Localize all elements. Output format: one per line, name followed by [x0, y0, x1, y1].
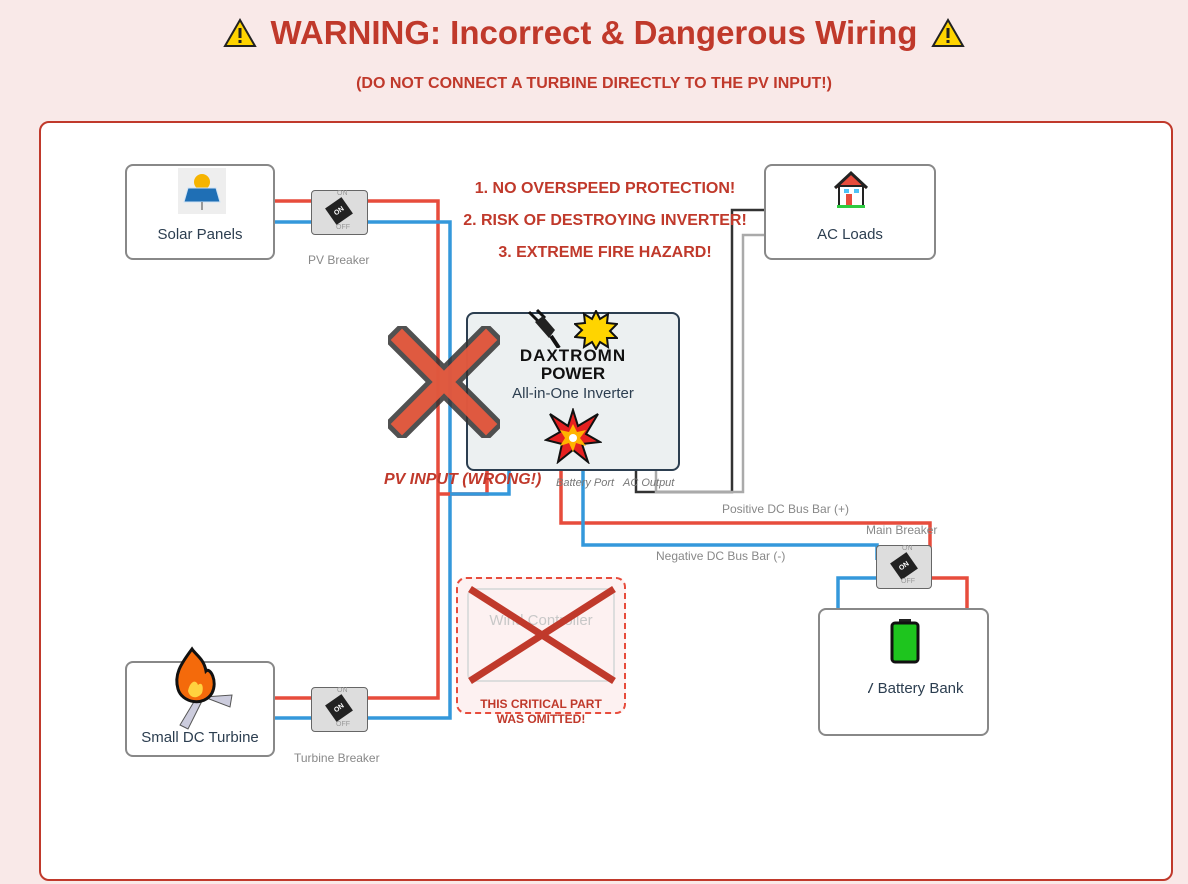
pv-positive-wire	[274, 199, 440, 700]
warning-icon	[931, 18, 966, 47]
pv-breaker[interactable]: ON ON OFF	[311, 190, 368, 235]
off-label: OFF	[901, 578, 915, 585]
solar-panel-icon	[178, 168, 226, 214]
omitted-note-2: WAS OMITTED!	[496, 712, 586, 726]
burst-icon	[574, 310, 618, 350]
negative-bus-label: Negative DC Bus Bar (-)	[656, 549, 786, 563]
battery-port-label: Battery Port	[556, 477, 615, 489]
main-breaker-label: Main Breaker	[866, 523, 938, 537]
solar-panels-label: Solar Panels	[157, 226, 243, 243]
inverter-label: All-in-One Inverter	[512, 385, 634, 402]
warning-2: 2. RISK OF DESTROYING INVERTER!	[463, 212, 747, 229]
off-label: OFF	[336, 224, 350, 231]
turbine-breaker[interactable]: ON ON OFF	[311, 687, 368, 732]
brand-line1: DAXTROMN	[519, 346, 627, 365]
label-mask	[820, 665, 868, 710]
page-title: WARNING: Incorrect & Dangerous Wiring	[0, 14, 1188, 52]
ac-output-label: AC Output	[623, 477, 675, 489]
omitted-note-1: THIS CRITICAL PART	[480, 697, 602, 711]
fire-icon	[175, 646, 233, 730]
turbine-breaker-label: Turbine Breaker	[294, 751, 380, 765]
on-label: ON	[337, 687, 348, 694]
title-text: WARNING: Incorrect & Dangerous Wiring	[270, 14, 918, 51]
on-label: ON	[902, 545, 913, 552]
explosion-icon	[544, 408, 602, 464]
pv-input-negative	[450, 470, 511, 496]
on-label: ON	[337, 190, 348, 197]
ac-loads-label: AC Loads	[817, 226, 883, 243]
house-icon	[833, 170, 869, 208]
positive-bus-wire	[559, 470, 932, 560]
breaker-toggle[interactable]: ON	[890, 552, 918, 580]
pv-input-label: PV INPUT (WRONG!)	[384, 471, 542, 488]
pv-negative-wire	[274, 220, 452, 720]
wrong-connection-x-icon	[388, 326, 500, 438]
warning-icon	[222, 18, 257, 47]
ac-loads-box: AC Loads	[764, 164, 936, 260]
warning-3: 3. EXTREME FIRE HAZARD!	[498, 244, 712, 261]
breaker-toggle[interactable]: ON	[325, 197, 353, 225]
omitted-x-icon	[468, 586, 616, 684]
positive-bus-label: Positive DC Bus Bar (+)	[722, 502, 850, 516]
turbine-label: Small DC Turbine	[141, 729, 259, 746]
battery-box: V Battery Bank	[818, 608, 989, 736]
off-label: OFF	[336, 721, 350, 728]
omitted-wind-controller: Wind Controller THIS CRITICAL PART WAS O…	[456, 577, 626, 726]
main-breaker[interactable]: ON ON OFF	[876, 545, 932, 589]
subtitle: (DO NOT CONNECT A TURBINE DIRECTLY TO TH…	[356, 75, 832, 92]
battery-positive-wire	[930, 576, 969, 609]
brand-line2: POWER	[540, 364, 606, 383]
battery-label: V Battery Bank	[863, 680, 964, 697]
warning-1: 1. NO OVERSPEED PROTECTION!	[474, 180, 736, 197]
plug-icon	[527, 308, 561, 348]
battery-icon	[890, 619, 920, 664]
solar-panels-box: Solar Panels	[125, 164, 275, 260]
pv-breaker-label: PV Breaker	[308, 253, 370, 267]
battery-negative-wire	[836, 576, 877, 609]
breaker-toggle[interactable]: ON	[325, 694, 353, 722]
ac-neutral-wire	[654, 233, 765, 494]
